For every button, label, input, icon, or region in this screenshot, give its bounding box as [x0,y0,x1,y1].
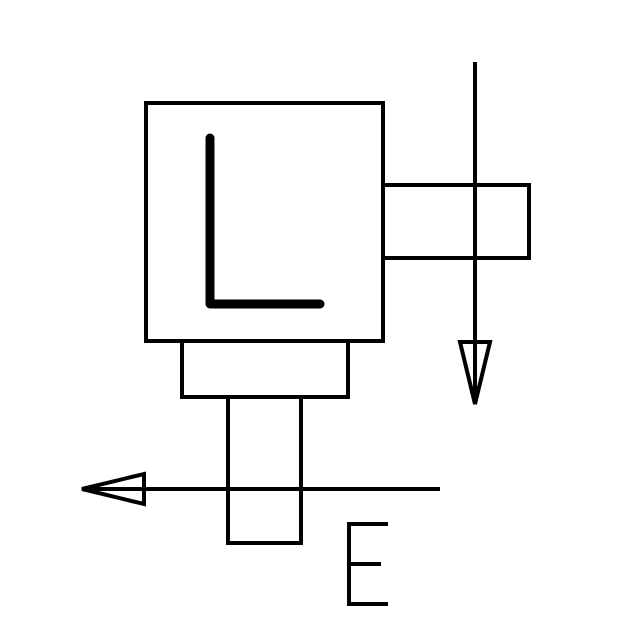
arrow-down-head [457,340,493,405]
arrow-left-head [81,471,146,507]
output-label-e [347,522,388,606]
letter-e-glyph [347,522,388,606]
bottom-flange [180,339,350,399]
bottom-shaft [226,395,303,545]
arrow-down-icon [457,340,493,405]
housing-letter-l [205,133,325,309]
right-shaft [381,183,531,260]
letter-l-glyph [205,133,325,309]
arrow-left-icon [81,471,146,507]
